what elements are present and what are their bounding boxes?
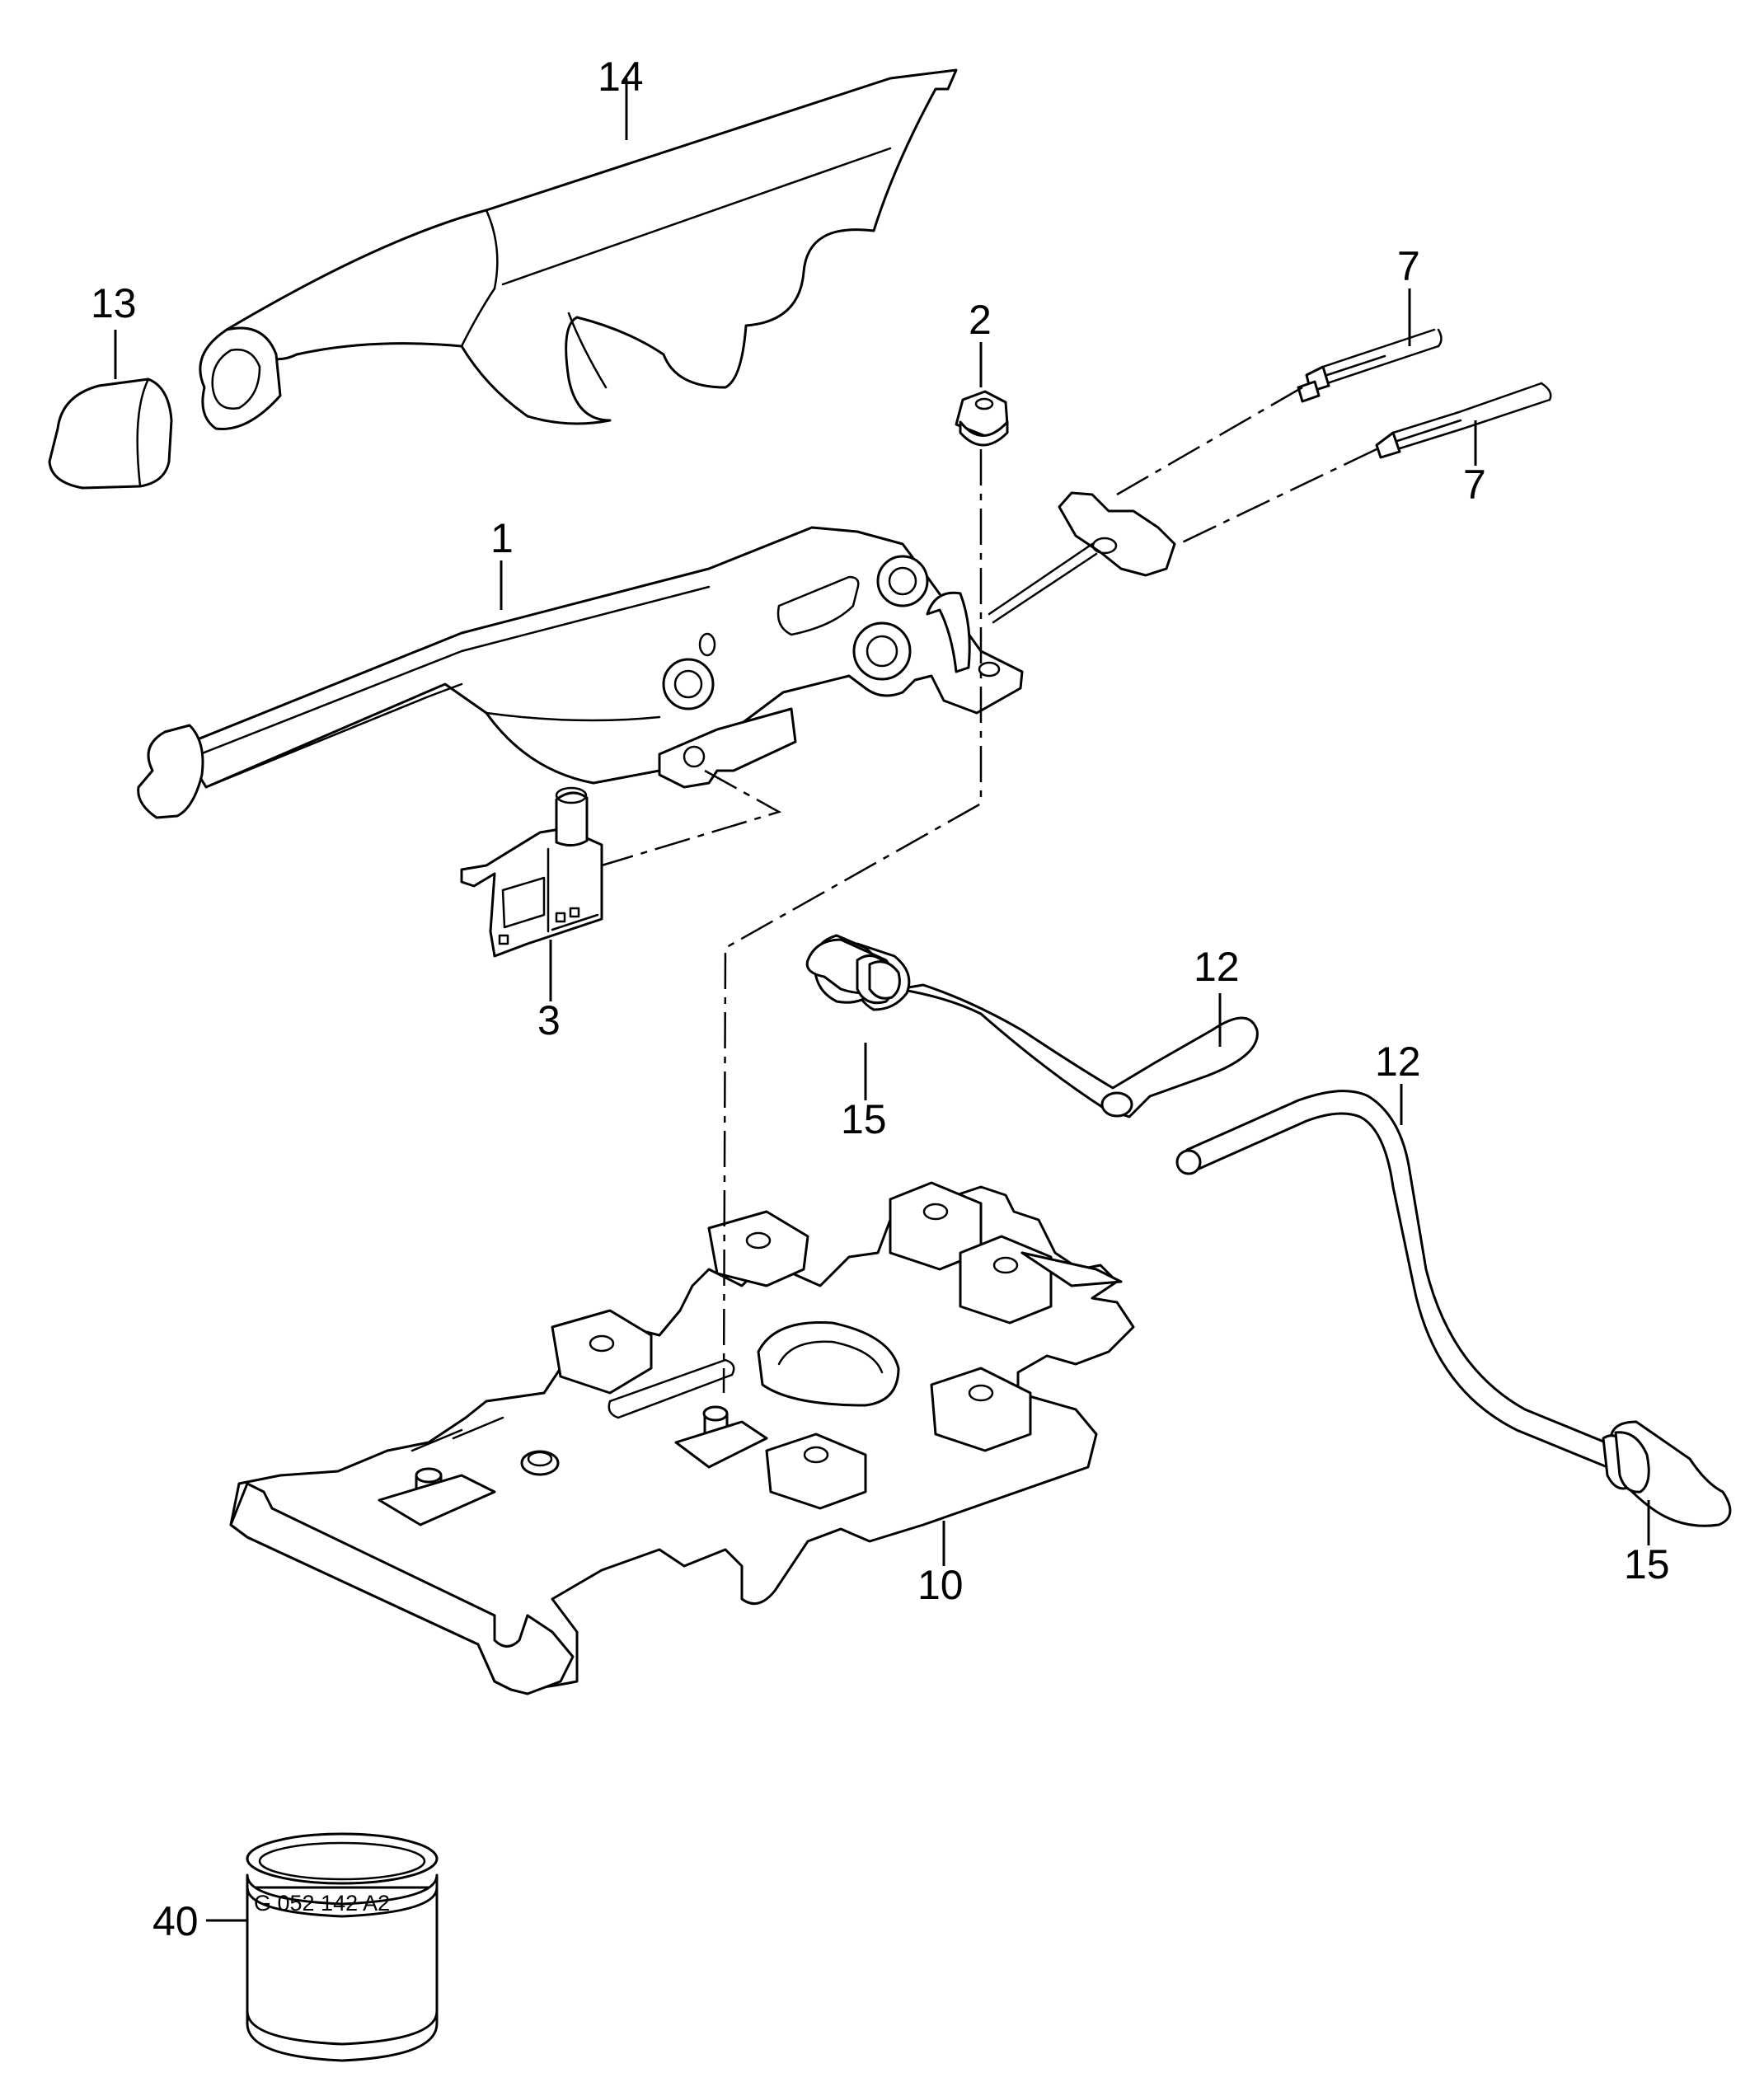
- callout-1: 1: [490, 515, 514, 561]
- callout-15-upper: 15: [841, 1096, 887, 1142]
- part-14-grip-cover: [199, 68, 958, 430]
- callout-14: 14: [598, 54, 644, 100]
- part-13-grip-cap: [48, 377, 173, 490]
- callout-labels: 14 13 2 7 7 1 3 12 15 12 15 10 40: [91, 54, 1670, 1944]
- part-12-cable-lower: [1175, 1090, 1617, 1469]
- sleeve-marking-text: G 052 142 A2: [254, 1891, 390, 1916]
- assembly-lines: [601, 386, 1377, 1394]
- callout-3: 3: [537, 997, 561, 1043]
- part-10-base-plate: [229, 1181, 1135, 1695]
- callout-40: 40: [152, 1898, 199, 1944]
- part-15-grommet-upper: [805, 938, 901, 1005]
- part-1-handbrake-lever: [137, 526, 1024, 819]
- callout-10: 10: [917, 1562, 964, 1608]
- part-40-sleeve: G 052 142 A2: [246, 1832, 439, 2062]
- part-3-switch: [460, 786, 603, 958]
- callout-7-lower: 7: [1463, 462, 1486, 508]
- callout-12-lower: 12: [1375, 1039, 1421, 1085]
- part-15-grommet-lower: [1602, 1420, 1732, 1527]
- part-2-nut: [955, 390, 1009, 447]
- callout-15-lower: 15: [1624, 1541, 1670, 1587]
- leader-lines: [114, 78, 1650, 1922]
- part-7-cables: [988, 328, 1552, 624]
- callout-2: 2: [969, 297, 992, 343]
- callout-12-upper: 12: [1194, 944, 1240, 990]
- callout-7-upper: 7: [1397, 243, 1420, 289]
- callout-13: 13: [91, 280, 137, 326]
